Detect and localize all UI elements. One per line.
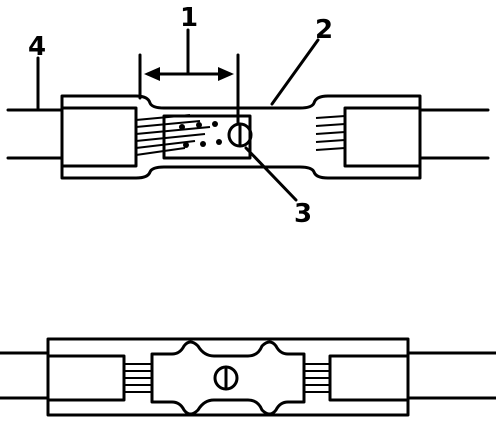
callout-3: 3 bbox=[294, 199, 312, 229]
wire-left bbox=[6, 108, 64, 160]
wire-right bbox=[418, 108, 490, 160]
inspection-window-icon bbox=[227, 122, 253, 148]
uncrimped-splice-view: 1 2 3 4 bbox=[6, 3, 490, 229]
crimped-splice-view bbox=[0, 337, 496, 417]
callout-1: 1 bbox=[180, 3, 198, 33]
crimped-barrel bbox=[150, 340, 306, 416]
inner-sleeve-left bbox=[60, 106, 138, 168]
callout-2: 2 bbox=[315, 15, 333, 45]
crimp-indicator-icon bbox=[213, 365, 239, 391]
crimped-inner-sleeve-right bbox=[328, 354, 410, 402]
crimped-inner-sleeve-left bbox=[46, 354, 126, 402]
insulating-sleeve bbox=[60, 94, 422, 180]
crimped-outer-sleeve bbox=[46, 337, 410, 417]
crimped-strands-left bbox=[124, 363, 152, 393]
dimension-indicator bbox=[138, 28, 240, 126]
inner-sleeve-right bbox=[343, 106, 422, 168]
wire-end-dots bbox=[179, 121, 222, 148]
conductor-strands-left bbox=[135, 114, 211, 156]
callout-4: 4 bbox=[28, 32, 46, 62]
conductor-strands-right bbox=[315, 115, 346, 151]
leader-line-3 bbox=[244, 146, 298, 202]
crimped-strands-right bbox=[304, 363, 330, 393]
leader-line-2 bbox=[270, 38, 320, 106]
